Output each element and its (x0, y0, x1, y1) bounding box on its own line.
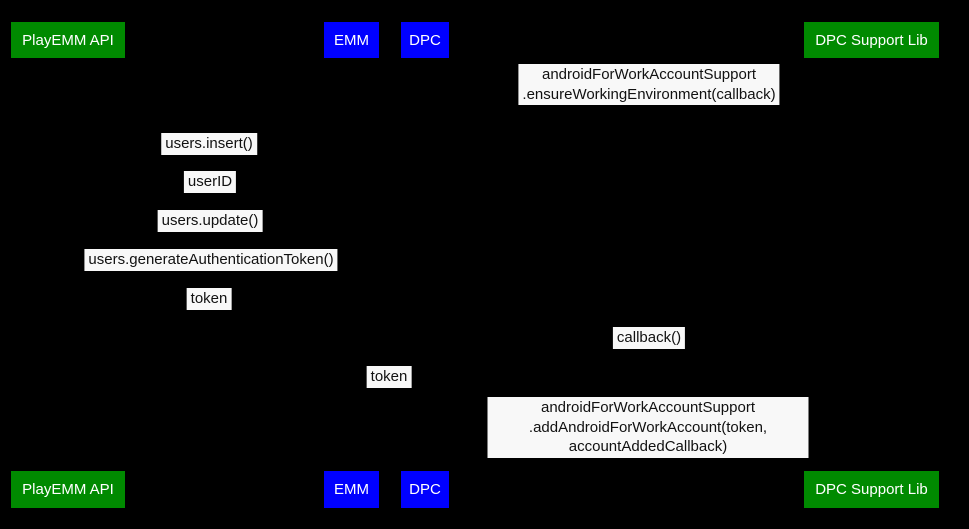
actor-playemm-api-top: PlayEMM API (11, 22, 125, 58)
message-token-1: token (186, 288, 232, 310)
message-token-2: token (366, 366, 412, 388)
actor-dpc-bottom: DPC (401, 471, 449, 508)
message-users-update: users.update() (157, 210, 263, 232)
actor-emm-bottom: EMM (324, 471, 379, 508)
message-ensure-working-environment: androidForWorkAccountSupport .ensureWork… (518, 64, 780, 105)
message-callback: callback() (612, 327, 686, 349)
message-generate-auth-token: users.generateAuthenticationToken() (84, 249, 338, 271)
actor-dpc-support-lib-bottom: DPC Support Lib (804, 471, 939, 508)
actor-emm-top: EMM (324, 22, 379, 58)
actor-dpc-top: DPC (401, 22, 449, 58)
message-user-id: userID (183, 171, 237, 193)
actor-playemm-api-bottom: PlayEMM API (11, 471, 125, 508)
message-add-afw-account: androidForWorkAccountSupport .addAndroid… (487, 397, 809, 458)
message-users-insert: users.insert() (161, 133, 257, 155)
actor-dpc-support-lib-top: DPC Support Lib (804, 22, 939, 58)
